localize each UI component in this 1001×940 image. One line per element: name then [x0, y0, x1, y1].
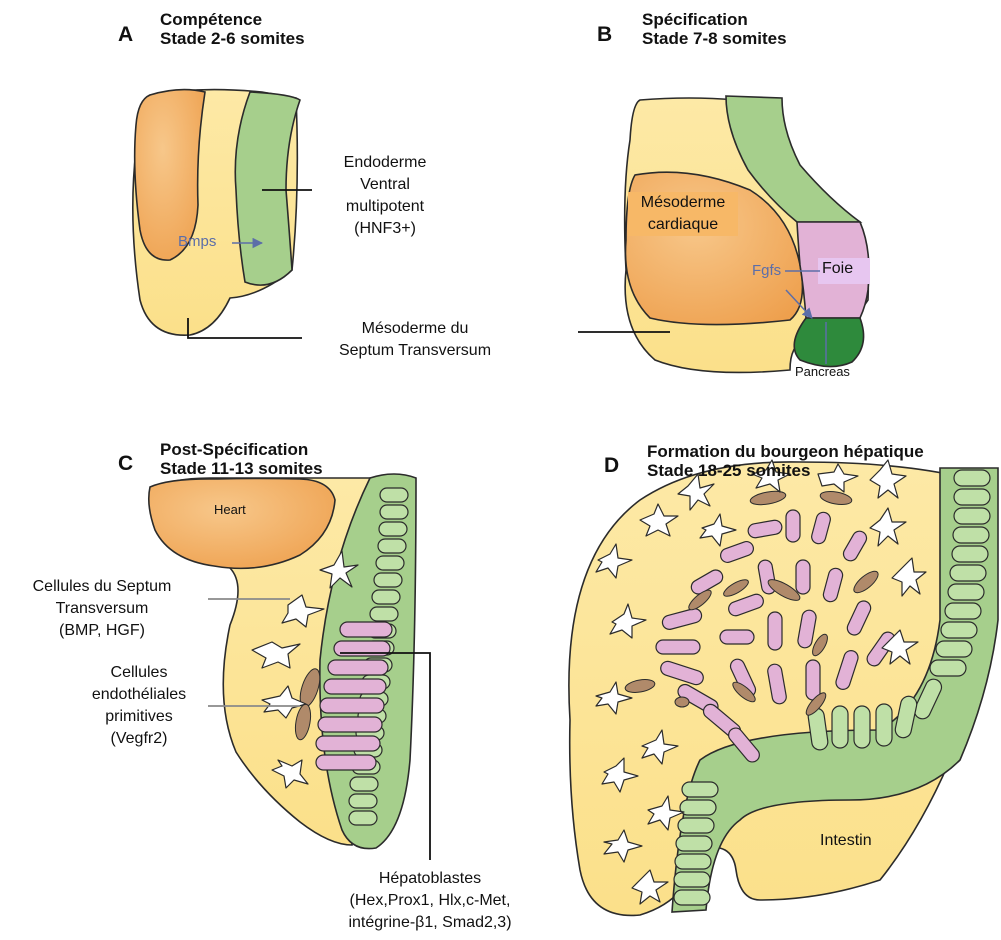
epithelial-cell [374, 573, 402, 587]
fgfs-label: Fgfs [752, 262, 781, 279]
epithelial-cell [954, 508, 990, 524]
endothelial-c-label: Cellules endothéliales primitives (Vegfr… [74, 662, 204, 750]
panel-d-title-line2: Stade 18-25 somites [647, 461, 924, 480]
panel-b-letter: B [597, 23, 612, 47]
epithelial-cell [954, 489, 990, 505]
panel-c-title-line2: Stade 11-13 somites [160, 459, 323, 478]
hepatoblast-cell [796, 560, 810, 594]
panel-c-title: Post-Spécification Stade 11-13 somites [160, 440, 323, 478]
hepatoblast-cell [720, 630, 754, 644]
panel-a-title-line1: Compétence [160, 10, 305, 29]
endothelial-c-label-line: primitives [74, 706, 204, 728]
liver-label: Foie [822, 260, 853, 278]
hepatoblast-cell [316, 736, 380, 751]
heart-label: Heart [214, 502, 246, 517]
cardiac-mesoderm-label: Mésoderme cardiaque [628, 192, 738, 236]
epithelial-cell [936, 641, 972, 657]
hepatoblast-cell [318, 717, 382, 732]
epithelial-cell [376, 556, 404, 570]
endoderm-a-label-line: multipotent [330, 196, 440, 218]
epithelial-cell [378, 539, 406, 553]
hepatoblast-c-label-line: intégrine-β1, Smad2,3) [320, 912, 540, 934]
septum-c-label-line: (BMP, HGF) [2, 620, 202, 642]
panel-a [133, 90, 312, 338]
epithelial-cell [854, 706, 870, 748]
panel-c-title-line1: Post-Spécification [160, 440, 323, 459]
panel-d-title-line1: Formation du bourgeon hépatique [647, 442, 924, 461]
cardiac-mesoderm-label-line: Mésoderme [628, 192, 738, 214]
pancreas-label: Pancreas [795, 364, 850, 379]
hepatoblast-cell [328, 660, 388, 675]
hepatoblast-c-label-line: Hépatoblastes [320, 868, 540, 890]
hepatoblast-cell [806, 660, 820, 700]
epithelial-cell [674, 890, 710, 905]
epithelial-cell [680, 800, 716, 815]
cardiac-mesoderm-label-line: cardiaque [628, 214, 738, 236]
endothelial-c-label-line: endothéliales [74, 684, 204, 706]
epithelial-cell [832, 706, 848, 748]
epithelial-cell [349, 811, 377, 825]
epithelial-cell [952, 546, 988, 562]
epithelial-cell [948, 584, 984, 600]
septum-c-label: Cellules du Septum Transversum (BMP, HGF… [2, 576, 202, 642]
epithelial-cell [372, 590, 400, 604]
mesoderm-a-label-line: Septum Transversum [300, 340, 530, 362]
endothelial-cell [675, 697, 689, 707]
epithelial-cell [945, 603, 981, 619]
epithelial-cell [676, 836, 712, 851]
epithelial-cell [379, 522, 407, 536]
epithelial-cell [370, 607, 398, 621]
hepatoblast-cell [656, 640, 700, 654]
epithelial-cell [930, 660, 966, 676]
hepatoblast-c-label-line: (Hex,Prox1, Hlx,c-Met, [320, 890, 540, 912]
endoderm-a-label: Endoderme Ventral multipotent (HNF3+) [330, 152, 440, 240]
hepatoblast-cell [786, 510, 800, 542]
endoderm-a-label-line: (HNF3+) [330, 218, 440, 240]
septum-c-label-line: Cellules du Septum [2, 576, 202, 598]
epithelial-cell [349, 794, 377, 808]
panel-d-letter: D [604, 454, 619, 478]
hepatoblast-c-label: Hépatoblastes (Hex,Prox1, Hlx,c-Met, int… [320, 868, 540, 934]
endothelial-c-label-line: Cellules [74, 662, 204, 684]
panel-a-title: Compétence Stade 2-6 somites [160, 10, 305, 48]
epithelial-cell [953, 527, 989, 543]
hepatoblast-cell [320, 698, 384, 713]
panel-c-letter: C [118, 452, 133, 476]
hepatoblast-cell [768, 612, 782, 650]
panel-b-title-line2: Stade 7-8 somites [642, 29, 787, 48]
hepatoblast-cell [340, 622, 392, 637]
epithelial-cell [350, 777, 378, 791]
panel-b-title: Spécification Stade 7-8 somites [642, 10, 787, 48]
panel-d-title: Formation du bourgeon hépatique Stade 18… [647, 442, 924, 480]
epithelial-cell [675, 854, 711, 869]
endothelial-c-label-line: (Vegfr2) [74, 728, 204, 750]
epithelial-cell [950, 565, 986, 581]
bmps-label: Bmps [178, 233, 216, 250]
mesoderm-a-label-line: Mésoderme du [300, 318, 530, 340]
endoderm-a-label-line: Ventral [330, 174, 440, 196]
epithelial-cell [380, 505, 408, 519]
pancreas-b [794, 318, 863, 367]
epithelial-cell [682, 782, 718, 797]
septum-c-label-line: Transversum [2, 598, 202, 620]
panel-a-title-line2: Stade 2-6 somites [160, 29, 305, 48]
panel-a-letter: A [118, 23, 133, 47]
epithelial-cell [941, 622, 977, 638]
epithelial-cell [674, 872, 710, 887]
epithelial-cell [876, 704, 892, 746]
hepatoblast-cell [316, 755, 376, 770]
mesoderm-a-label: Mésoderme du Septum Transversum [300, 318, 530, 362]
panel-d [569, 460, 998, 915]
epithelial-cell [678, 818, 714, 833]
epithelial-cell [380, 488, 408, 502]
epithelial-cell [954, 470, 990, 486]
intestine-label: Intestin [820, 832, 872, 850]
hepatoblast-cell [324, 679, 386, 694]
panel-b-title-line1: Spécification [642, 10, 787, 29]
endoderm-a-label-line: Endoderme [330, 152, 440, 174]
